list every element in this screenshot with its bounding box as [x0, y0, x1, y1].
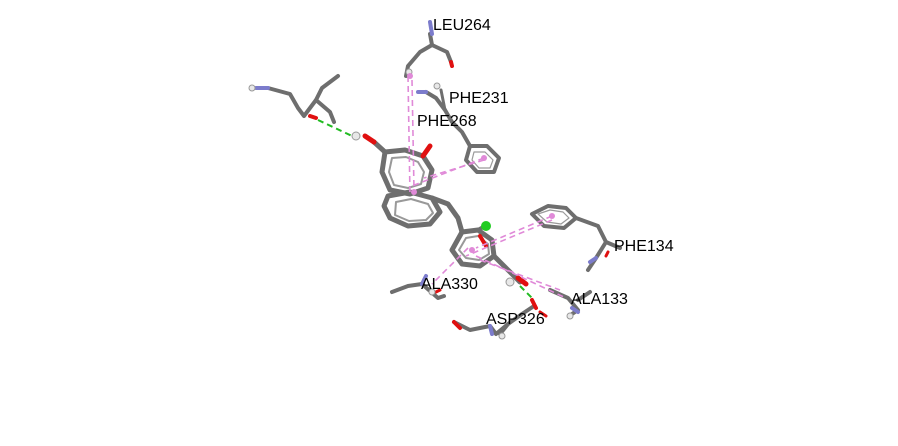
pi-interaction-lines	[407, 75, 567, 299]
label-ala133: ALA133	[571, 291, 628, 308]
hbond-upper-left	[317, 119, 353, 137]
residue-ala330-sticks	[390, 274, 446, 300]
residue-phe134-sticks	[530, 204, 622, 272]
label-phe268: PHE268	[417, 113, 477, 130]
pi-phe134-b	[465, 219, 553, 257]
pi-phe231-a	[411, 157, 485, 187]
pi-ala330	[431, 247, 469, 285]
hbond-asp326	[519, 285, 535, 301]
pi-phe134-a	[475, 215, 553, 249]
pi-phe231-b	[423, 159, 485, 179]
pi-ala133-a	[475, 255, 567, 299]
label-phe231: PHE231	[449, 90, 509, 107]
residue-asp326-sticks	[452, 298, 548, 340]
label-leu264: LEU264	[433, 17, 491, 34]
pi-leu264-b	[411, 79, 415, 191]
label-ala330: ALA330	[421, 276, 478, 293]
label-phe134: PHE134	[614, 238, 674, 255]
residue-phe231-sticks	[416, 82, 501, 174]
ligand-sticks	[351, 131, 529, 287]
pi-leu264-a	[407, 75, 411, 197]
pi-centroids	[407, 73, 555, 253]
residue-upper-left-sticks	[248, 74, 340, 124]
pi-ala133-b	[479, 259, 561, 291]
hydrogen-bond-lines	[317, 119, 535, 301]
label-asp326: ASP326	[486, 311, 545, 328]
